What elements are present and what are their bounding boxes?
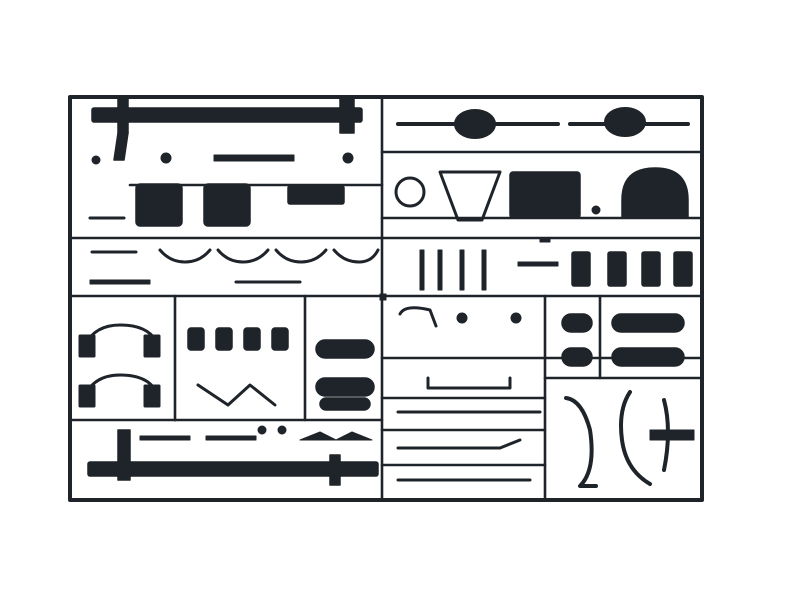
sprue-frame [68,95,704,502]
suspension-brackets [78,323,277,408]
tank-cradles [564,390,695,488]
small-parts [89,152,601,441]
chassis-rails [87,96,379,486]
battery-boxes [135,183,345,227]
tie-rods [396,306,542,482]
crossmembers [88,216,380,284]
fifth-wheel-and-plates [394,167,689,222]
air-tanks [315,313,685,411]
outer-runner [68,95,704,502]
spring-hangers [187,251,693,351]
axle-housings [396,107,690,139]
